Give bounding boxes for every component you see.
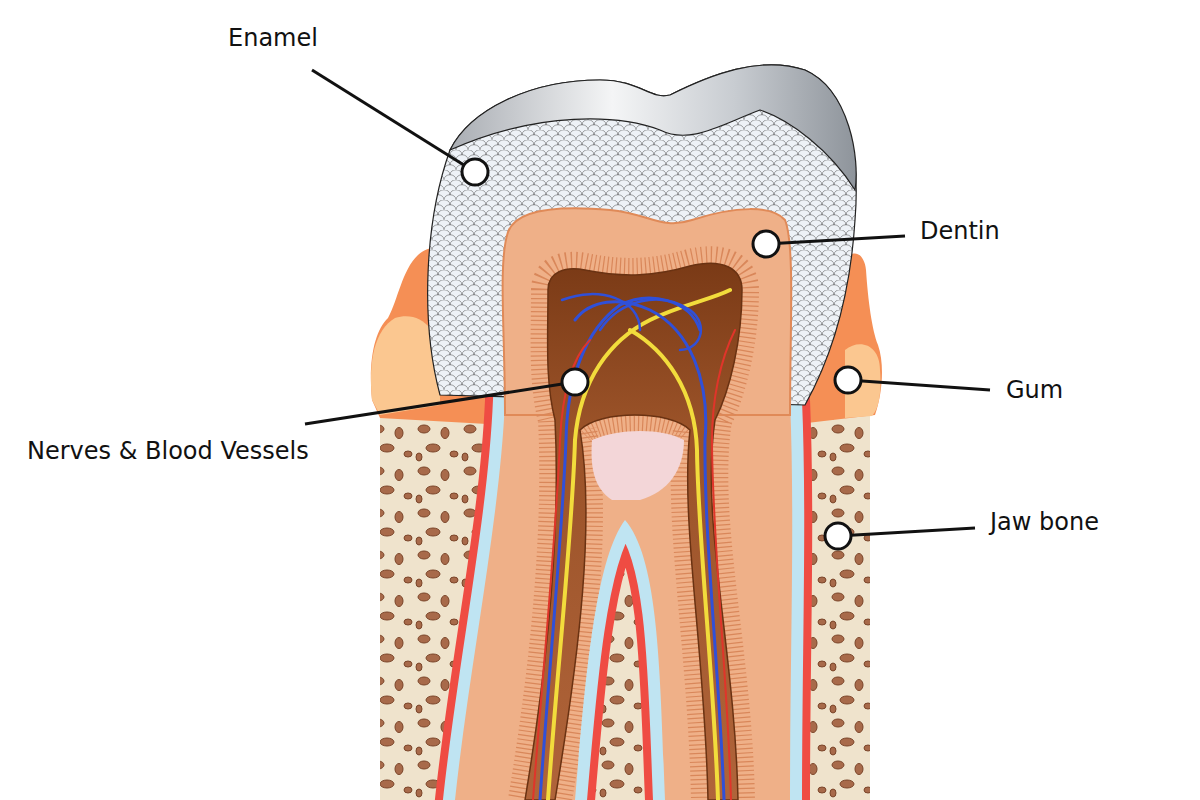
part-label: Enamel	[228, 24, 318, 53]
leader-line	[838, 528, 975, 536]
vein	[575, 302, 724, 800]
part-label: Gum	[1006, 376, 1063, 405]
vein	[600, 300, 701, 350]
leader-dot	[462, 159, 488, 185]
dentin-tubules	[525, 263, 742, 800]
vein	[562, 294, 640, 330]
nerves-vessels	[533, 290, 735, 800]
part-label: Nerves & Blood Vessels	[27, 437, 309, 466]
tubule-ticks	[525, 263, 742, 800]
inner-dentin	[592, 431, 684, 500]
part-label: Dentin	[920, 217, 1000, 246]
leader-dot	[825, 523, 851, 549]
jaw-bone	[380, 400, 870, 800]
leader-dots	[462, 159, 861, 549]
leader-line	[848, 380, 990, 390]
leader-line	[766, 236, 905, 244]
leader-dot	[562, 369, 588, 395]
pulp	[525, 263, 742, 800]
leader-line	[305, 382, 575, 424]
leader-line	[312, 70, 475, 172]
leader-dot	[753, 231, 779, 257]
part-label: Jaw bone	[990, 508, 1099, 537]
nerve	[548, 290, 730, 800]
vein	[540, 298, 700, 800]
artery	[712, 330, 735, 800]
artery	[533, 340, 590, 800]
leader-lines	[305, 70, 990, 536]
enamel-cap	[450, 65, 856, 190]
leader-dot	[835, 367, 861, 393]
